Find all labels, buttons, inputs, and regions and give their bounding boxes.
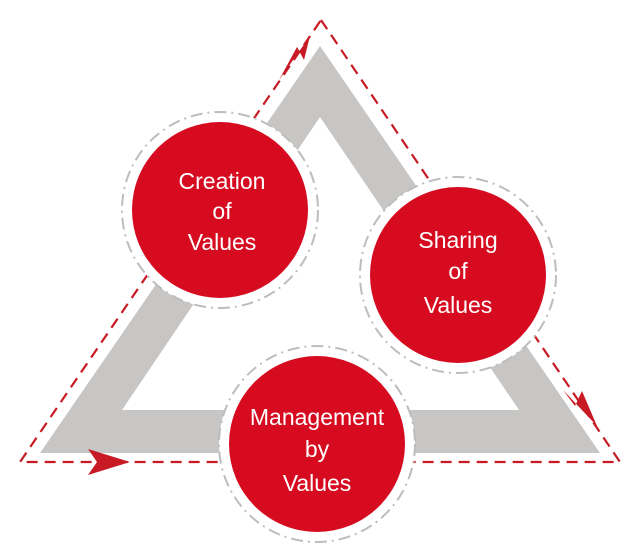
sharing-of-values-label: Sharing of Values bbox=[418, 227, 497, 318]
creation-label-line-1: Creation bbox=[179, 168, 266, 194]
arrow-head-right bbox=[563, 390, 597, 426]
triangle-band bbox=[40, 46, 600, 453]
arrow-head-top-left bbox=[279, 36, 310, 80]
management-by-values-node bbox=[229, 356, 405, 532]
sharing-label-line-3: Values bbox=[424, 292, 493, 318]
management-label-line-3: Values bbox=[283, 470, 352, 496]
sharing-label-line-1: Sharing bbox=[418, 227, 497, 253]
sharing-label-line-2: of bbox=[448, 258, 468, 284]
management-label-line-1: Management bbox=[250, 404, 385, 430]
arrow-head-bottom bbox=[88, 449, 130, 475]
creation-label-line-2: of bbox=[212, 198, 232, 224]
sharing-of-values-node bbox=[370, 187, 546, 363]
creation-of-values-node bbox=[132, 122, 308, 298]
creation-of-values-label: Creation of Values bbox=[179, 168, 266, 255]
management-by-values-label: Management by Values bbox=[250, 404, 385, 496]
creation-label-line-3: Values bbox=[188, 229, 257, 255]
management-label-line-2: by bbox=[305, 436, 330, 462]
